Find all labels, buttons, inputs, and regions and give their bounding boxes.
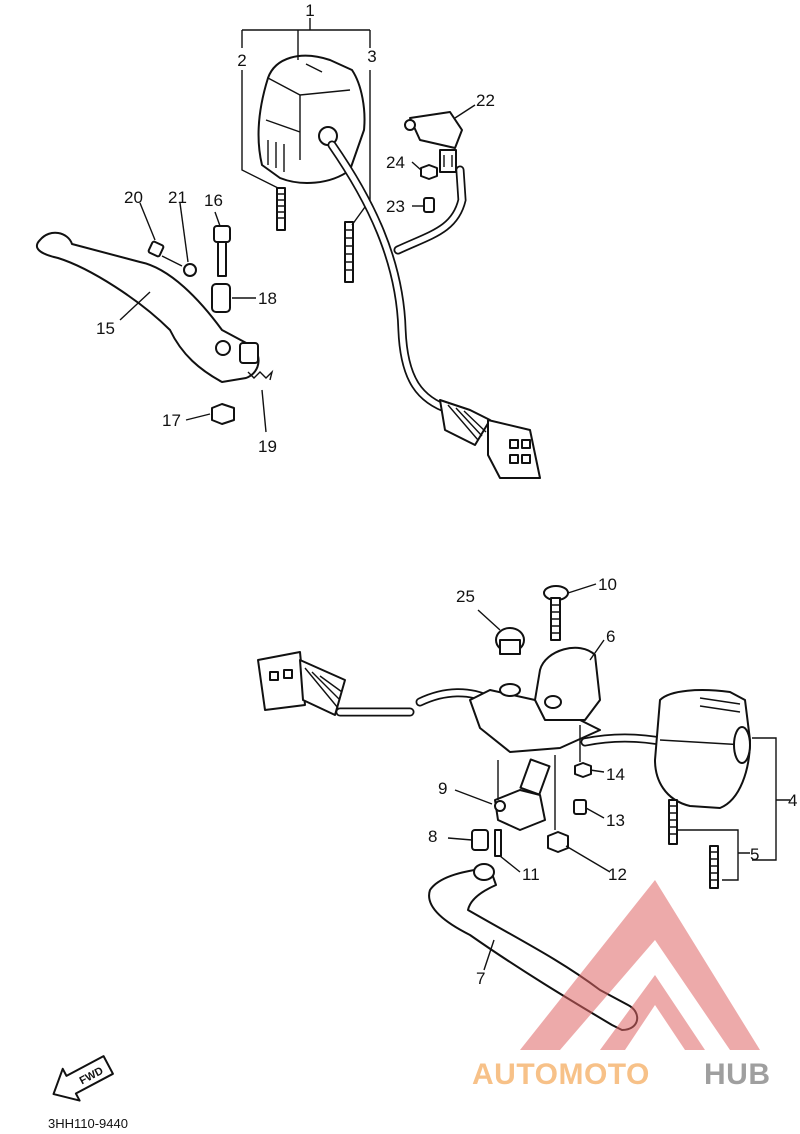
bracket-6	[469, 646, 601, 753]
label-11: 11	[522, 865, 540, 884]
callout-1-2-3	[241, 18, 371, 226]
forward-direction-arrow: FWD	[52, 1055, 114, 1102]
collar-8	[471, 829, 489, 851]
diagram-code: 3HH110-9440	[48, 1116, 128, 1131]
label-13: 13	[606, 811, 625, 830]
label-1: 1	[305, 1, 314, 20]
lower-connector	[257, 651, 346, 716]
label-18: 18	[258, 289, 277, 308]
label-20: 20	[124, 188, 143, 207]
nut-14	[574, 762, 592, 778]
label-17: 17	[162, 411, 181, 430]
nut-12	[547, 831, 569, 853]
watermark-triangle-logo	[520, 880, 760, 1050]
screw-2	[276, 187, 286, 231]
label-9: 9	[438, 779, 447, 798]
nut-24	[420, 164, 438, 180]
upper-connector	[439, 399, 541, 479]
screw-3	[344, 221, 354, 283]
label-23: 23	[386, 197, 405, 216]
nut-17	[211, 403, 235, 425]
spring-19	[247, 369, 274, 381]
label-3: 3	[367, 47, 376, 66]
washer-21	[183, 263, 197, 277]
label-24: 24	[386, 153, 405, 172]
label-15: 15	[96, 319, 115, 338]
screw-5a	[668, 799, 678, 845]
bolt-16	[213, 225, 231, 243]
screw-11	[494, 829, 502, 857]
bolt-16-shaft	[217, 241, 227, 277]
screw-5b	[709, 845, 719, 889]
watermark-text-part2: HUB	[704, 1058, 771, 1091]
watermark-text-part1: AUTOMOTO	[472, 1058, 650, 1091]
collar-18	[211, 283, 231, 313]
brake-lever-15	[35, 231, 260, 383]
right-handlebar-switch	[654, 689, 751, 809]
label-12: 12	[608, 865, 627, 884]
automotohub-watermark	[520, 880, 760, 1050]
label-8: 8	[428, 827, 437, 846]
label-22: 22	[476, 91, 495, 110]
clutch-switch-22	[404, 111, 463, 173]
bolt-20	[147, 240, 165, 258]
label-6: 6	[606, 627, 615, 646]
bolt-13	[573, 799, 587, 815]
screw-23	[423, 197, 435, 213]
label-19: 19	[258, 437, 277, 456]
label-5: 5	[750, 845, 759, 864]
label-16: 16	[204, 191, 223, 210]
label-25: 25	[456, 587, 475, 606]
label-7: 7	[476, 969, 485, 988]
label-2: 2	[237, 51, 246, 70]
label-10: 10	[598, 575, 617, 594]
brake-switch-9	[494, 758, 551, 831]
label-21: 21	[168, 188, 187, 207]
label-14: 14	[606, 765, 625, 784]
label-4: 4	[788, 791, 797, 810]
